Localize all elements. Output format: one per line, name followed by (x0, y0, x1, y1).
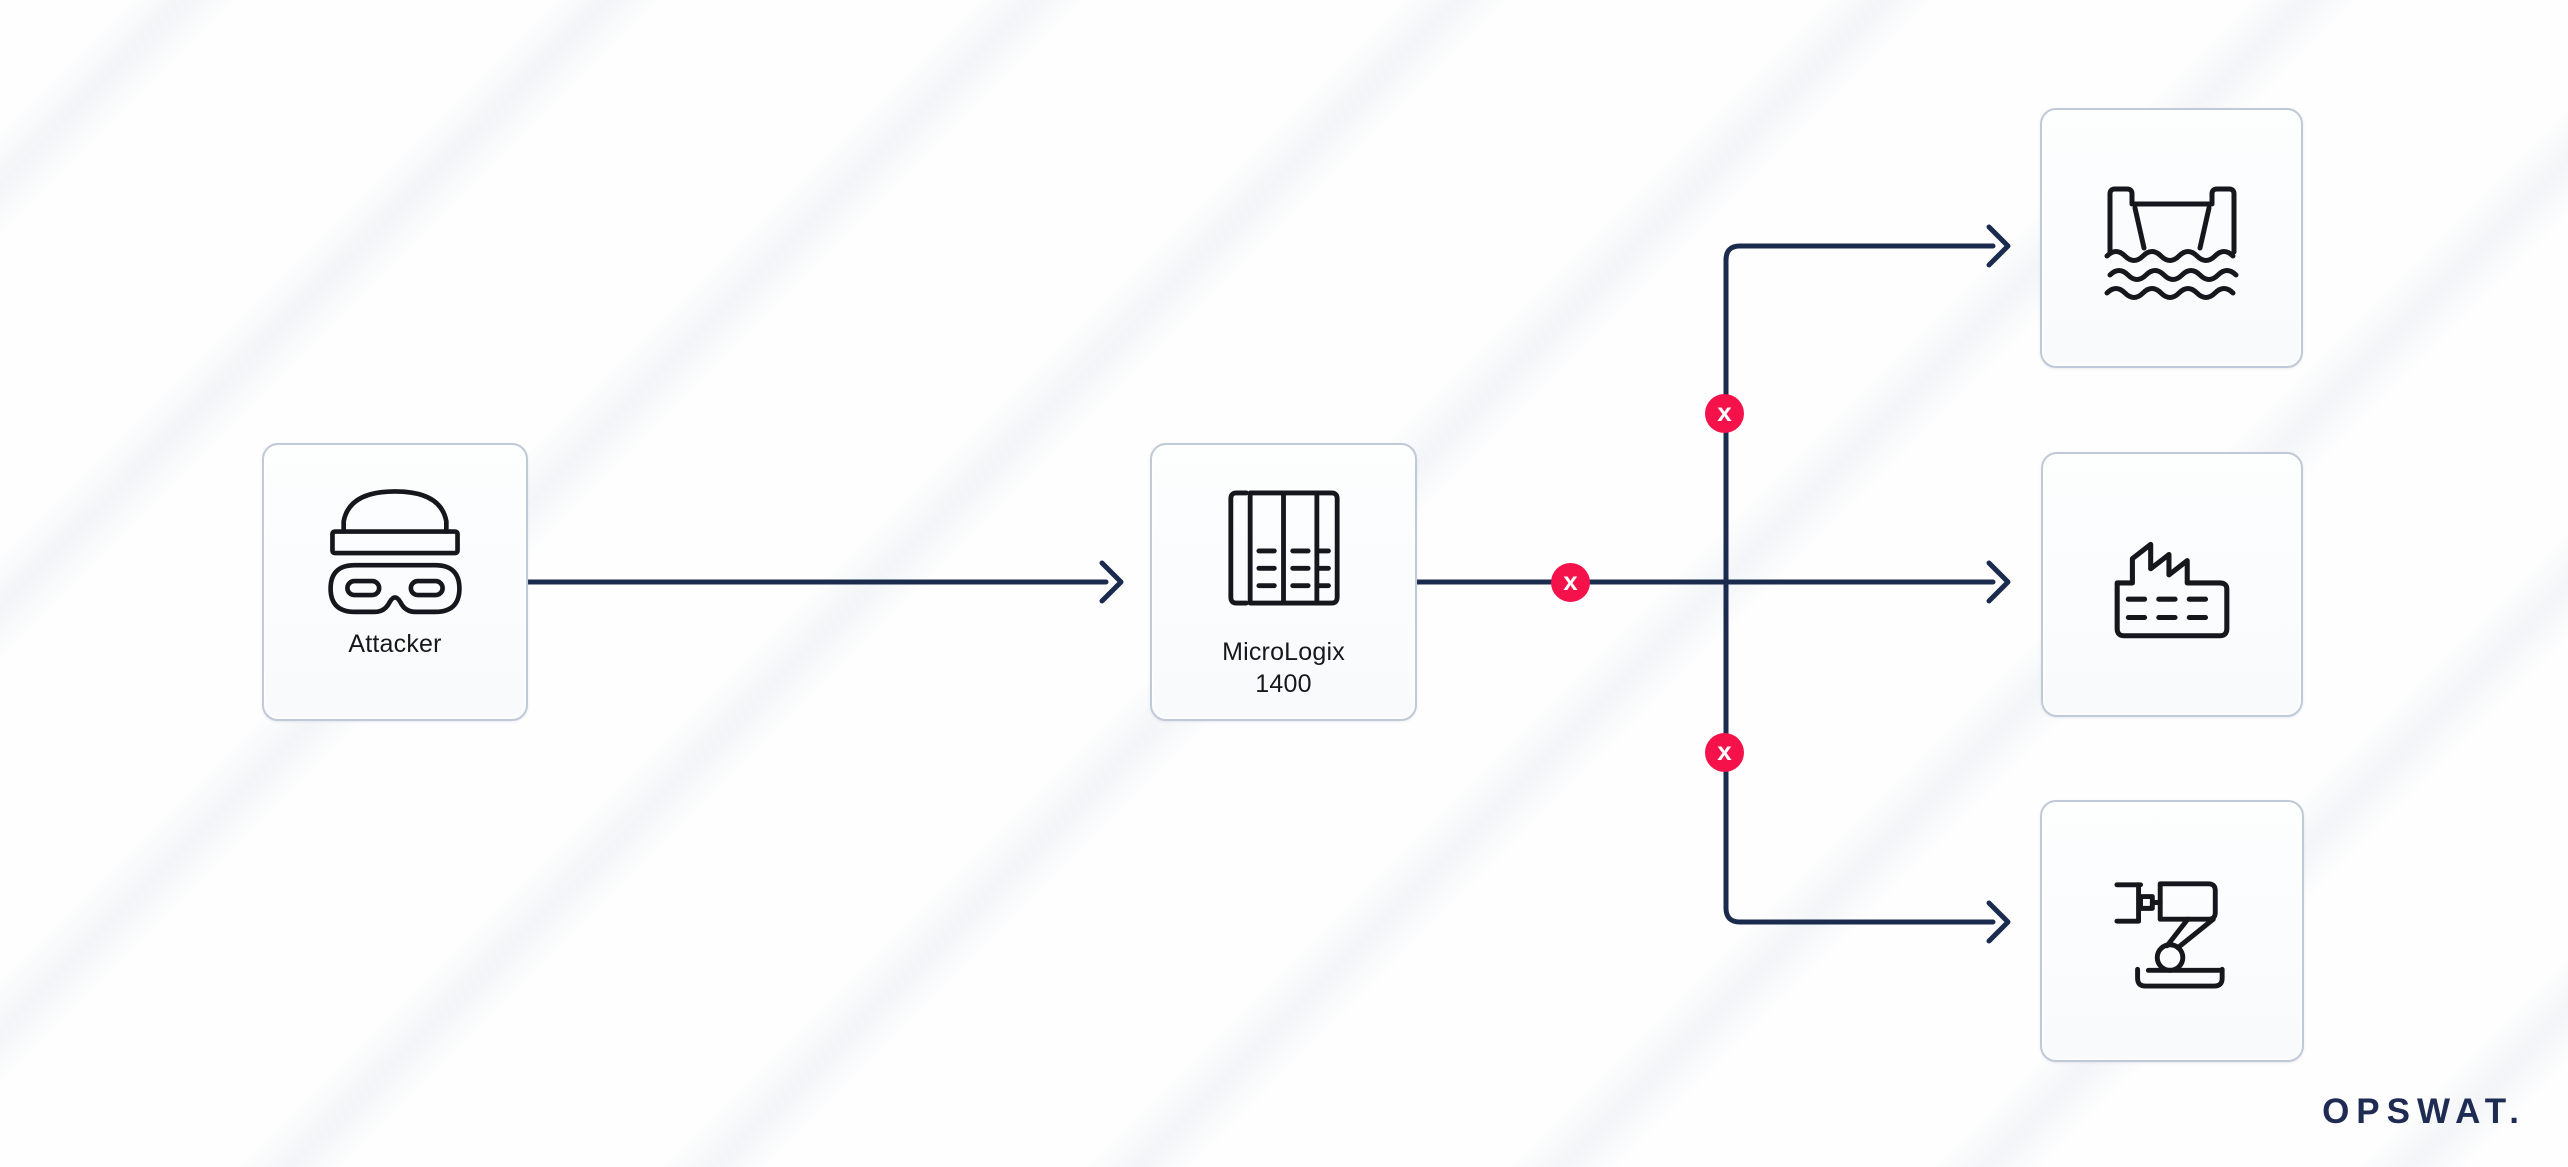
arrowhead-robot-arm (1986, 900, 2011, 944)
connector-branch-trunk (1723, 243, 1996, 925)
dam-water-icon (2102, 176, 2242, 300)
burglar-mask-icon (325, 479, 465, 615)
node-dam (2040, 108, 2303, 368)
arrowhead-plc (1099, 560, 1124, 604)
block-marker-x: x (1563, 565, 1578, 596)
block-marker-1: x (1551, 563, 1590, 602)
factory-icon (2106, 525, 2238, 645)
node-micrologix-1400: MicroLogix 1400 (1150, 443, 1417, 721)
node-factory (2041, 452, 2303, 717)
attacker-label: Attacker (348, 630, 442, 658)
arrowhead-factory (1986, 560, 2011, 604)
plc-label: MicroLogix 1400 (1222, 638, 1345, 698)
block-marker-3: x (1705, 733, 1744, 772)
arrowhead-dam (1986, 224, 2011, 268)
block-marker-x: x (1717, 735, 1732, 766)
node-robot-arm (2040, 800, 2304, 1062)
node-attacker: Attacker (262, 443, 528, 721)
robot-arm-icon (2113, 870, 2231, 992)
block-marker-2: x (1705, 394, 1744, 433)
opswat-logo: OPSWAT. (2322, 1092, 2526, 1131)
block-marker-x: x (1717, 396, 1732, 427)
plc-controller-icon (1226, 489, 1342, 607)
